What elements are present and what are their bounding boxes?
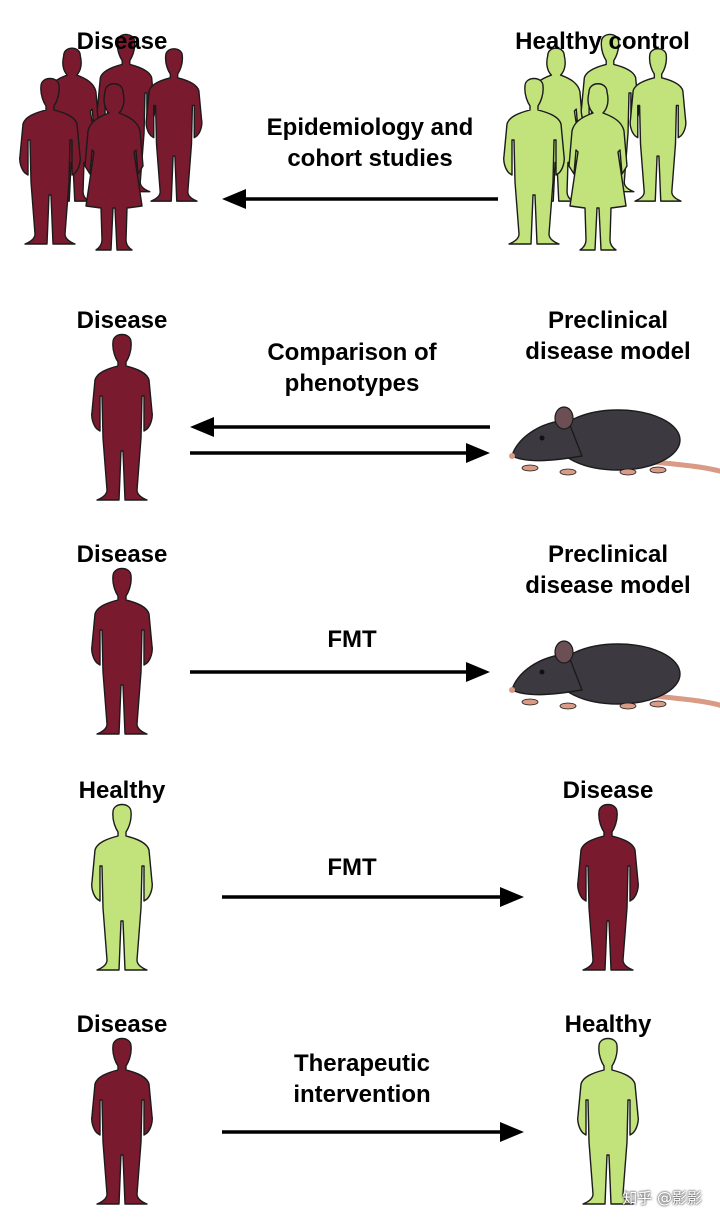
mouse-foot (522, 465, 538, 471)
arrow-right-row4 (222, 887, 524, 907)
row5-right-label: Healthy (546, 1009, 670, 1040)
disease-person-icon (92, 569, 153, 735)
disease-group-figure (146, 49, 202, 201)
disease-person-icon (92, 1039, 153, 1205)
mouse-foot (620, 703, 636, 709)
row1-left-label: Disease (60, 26, 184, 57)
row4-right-label: Disease (546, 775, 670, 806)
mouse-foot (650, 701, 666, 707)
disease-person-icon (92, 335, 153, 501)
mouse-nose (509, 453, 515, 459)
row5-left-label: Disease (60, 1009, 184, 1040)
mouse-foot (560, 469, 576, 475)
row4-arrow-text: FMT (292, 852, 412, 883)
mouse-eye (540, 670, 545, 675)
row1-right-label: Healthy control (490, 26, 715, 57)
arrow-left-row1 (222, 189, 498, 209)
healthy-group-figure (630, 49, 686, 201)
arrow-left-row2 (190, 417, 490, 437)
row3-arrow-text: FMT (292, 624, 412, 655)
mouse-ear (555, 407, 573, 429)
mouse-foot (522, 699, 538, 705)
row2-left-label: Disease (60, 305, 184, 336)
mouse-foot (560, 703, 576, 709)
arrow-right-row5 (222, 1122, 524, 1142)
watermark: 知乎 @影影 (622, 1187, 702, 1208)
arrow-right-row2 (190, 443, 490, 463)
mouse-foot (620, 469, 636, 475)
mouse-foot (650, 467, 666, 473)
disease-person-icon (578, 805, 639, 971)
mouse-eye (540, 436, 545, 441)
row3-left-label: Disease (60, 539, 184, 570)
mouse-nose (509, 687, 515, 693)
healthy-person-icon (92, 805, 153, 971)
mouse-ear (555, 641, 573, 663)
row4-left-label: Healthy (60, 775, 184, 806)
healthy-person-icon (578, 1039, 639, 1205)
arrow-right-row3 (190, 662, 490, 682)
